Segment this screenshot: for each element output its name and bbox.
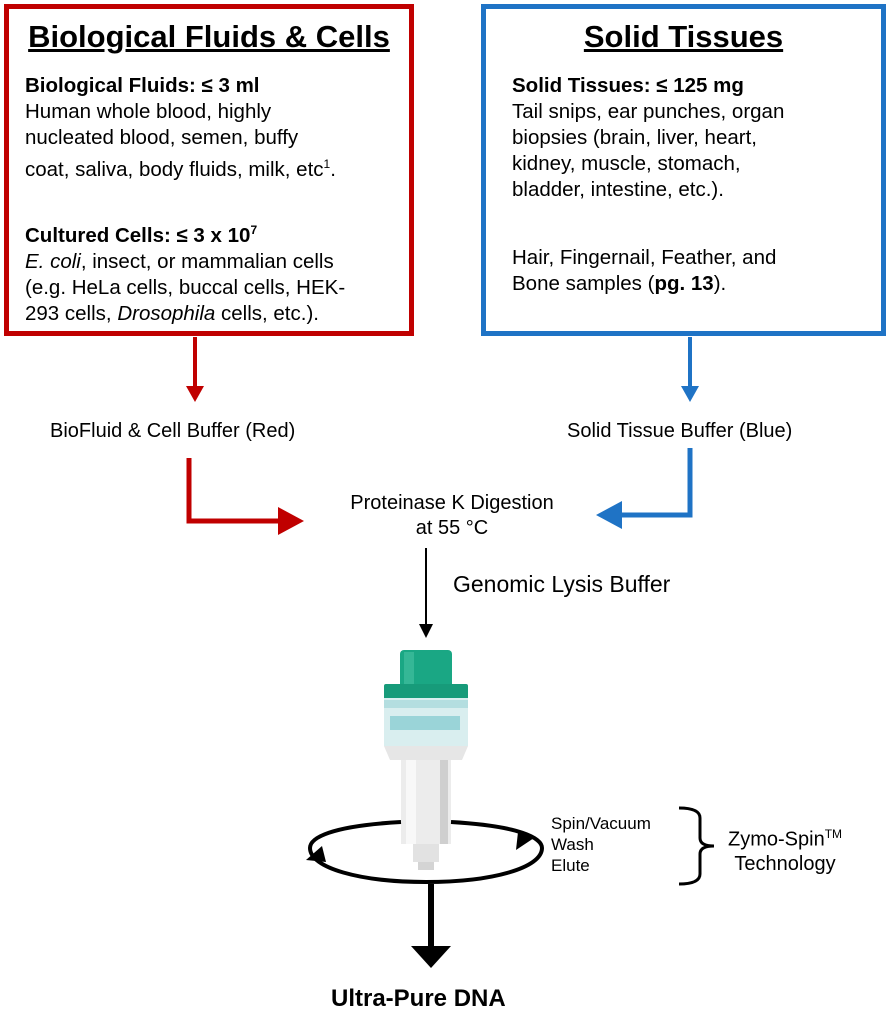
solid-tissue-buffer-label: Solid Tissue Buffer (Blue) bbox=[567, 420, 793, 442]
fluids-line-2: nucleated blood, semen, buffy bbox=[25, 126, 299, 149]
cells-line-2: (e.g. HeLa cells, buccal cells, HEK- bbox=[25, 275, 346, 299]
biofluid-buffer-label: BioFluid & Cell Buffer (Red) bbox=[50, 420, 296, 442]
tissues-heading: Solid Tissues: ≤ 125 mg bbox=[512, 74, 744, 97]
fluids-line-3-end: . bbox=[330, 157, 336, 181]
tissues-line-2: biopsies (brain, liver, heart, bbox=[512, 126, 757, 149]
tissues-line-1: Tail snips, ear punches, organ bbox=[512, 100, 785, 123]
cells-line-3: 293 cells, Drosophila cells, etc.). bbox=[25, 301, 345, 327]
other-line-1: Hair, Fingernail, Feather, and bbox=[512, 246, 777, 269]
spin-cycle-icon bbox=[306, 820, 545, 885]
fluids-line-3-text: coat, saliva, body fluids, milk, etc bbox=[25, 157, 324, 181]
cells-line-1: E. coli, insect, or mammalian cells bbox=[25, 249, 345, 275]
cells-line-3-start: 293 cells, bbox=[25, 301, 118, 325]
fluids-line-1: Human whole blood, highly bbox=[25, 100, 272, 123]
zymo-spin-text: Zymo-Spin bbox=[728, 828, 825, 851]
lysis-arrow bbox=[419, 548, 433, 638]
other-line-2: Bone samples (pg. 13). bbox=[512, 271, 776, 297]
ecoli-text: E. coli bbox=[25, 249, 81, 273]
curly-brace bbox=[678, 806, 715, 886]
cells-heading-text: Cultured Cells: ≤ 3 x 10 bbox=[25, 223, 251, 247]
cells-line-3-end: cells, etc.). bbox=[215, 301, 319, 325]
zymo-spin-technology: Zymo-SpinTM Technology bbox=[728, 822, 842, 876]
blue-elbow-arrow bbox=[596, 448, 693, 529]
solid-tissues-box: Solid Tissues Solid Tissues: ≤ 125 mg Ta… bbox=[481, 4, 886, 336]
fluids-section: Biological Fluids: ≤ 3 ml Human whole bl… bbox=[25, 73, 336, 183]
ultra-pure-dna-label: Ultra-Pure DNA bbox=[331, 985, 506, 1012]
blue-down-arrow bbox=[681, 337, 699, 402]
zymo-spin-name: Zymo-SpinTM bbox=[728, 822, 842, 852]
cells-heading-exponent: 7 bbox=[250, 223, 258, 237]
step-wash: Wash bbox=[551, 835, 594, 854]
result-arrow bbox=[411, 884, 451, 968]
step-elute: Elute bbox=[551, 856, 590, 875]
spin-steps: Spin/Vacuum Wash Elute bbox=[551, 813, 651, 876]
technology-text: Technology bbox=[734, 852, 836, 875]
fluids-line-3: coat, saliva, body fluids, milk, etc1. bbox=[25, 151, 336, 183]
red-down-arrow bbox=[186, 337, 204, 402]
fluids-heading: Biological Fluids: ≤ 3 ml bbox=[25, 74, 260, 97]
proteinase-digestion-label: Proteinase K Digestion at 55 °C bbox=[322, 491, 582, 541]
digestion-line-2: at 55 °C bbox=[415, 517, 489, 539]
drosophila-text: Drosophila bbox=[117, 301, 216, 325]
other-line-2-end: ). bbox=[713, 272, 727, 295]
digestion-line-1: Proteinase K Digestion bbox=[350, 492, 554, 514]
trademark: TM bbox=[824, 827, 843, 841]
red-elbow-arrow bbox=[186, 458, 304, 535]
lysis-buffer-label: Genomic Lysis Buffer bbox=[453, 571, 671, 597]
other-line-2-start: Bone samples ( bbox=[512, 272, 655, 295]
cells-line-1-rest: , insect, or mammalian cells bbox=[80, 249, 334, 273]
tissues-line-3: kidney, muscle, stomach, bbox=[512, 152, 741, 175]
tissues-section: Solid Tissues: ≤ 125 mg Tail snips, ear … bbox=[512, 73, 784, 203]
solid-tissues-title: Solid Tissues bbox=[583, 19, 784, 54]
footnote-marker: 1 bbox=[323, 157, 331, 171]
step-spin-vacuum: Spin/Vacuum bbox=[551, 814, 651, 833]
biological-fluids-title: Biological Fluids & Cells bbox=[28, 19, 390, 54]
page-reference: pg. 13 bbox=[654, 272, 714, 295]
cells-heading: Cultured Cells: ≤ 3 x 107 bbox=[25, 217, 345, 249]
spin-column-icon bbox=[384, 650, 468, 870]
cells-section: Cultured Cells: ≤ 3 x 107 E. coli, insec… bbox=[25, 217, 345, 327]
tissues-line-4: bladder, intestine, etc.). bbox=[512, 178, 724, 201]
other-samples-section: Hair, Fingernail, Feather, and Bone samp… bbox=[512, 245, 776, 297]
biological-fluids-box: Biological Fluids & Cells Biological Flu… bbox=[4, 4, 414, 336]
